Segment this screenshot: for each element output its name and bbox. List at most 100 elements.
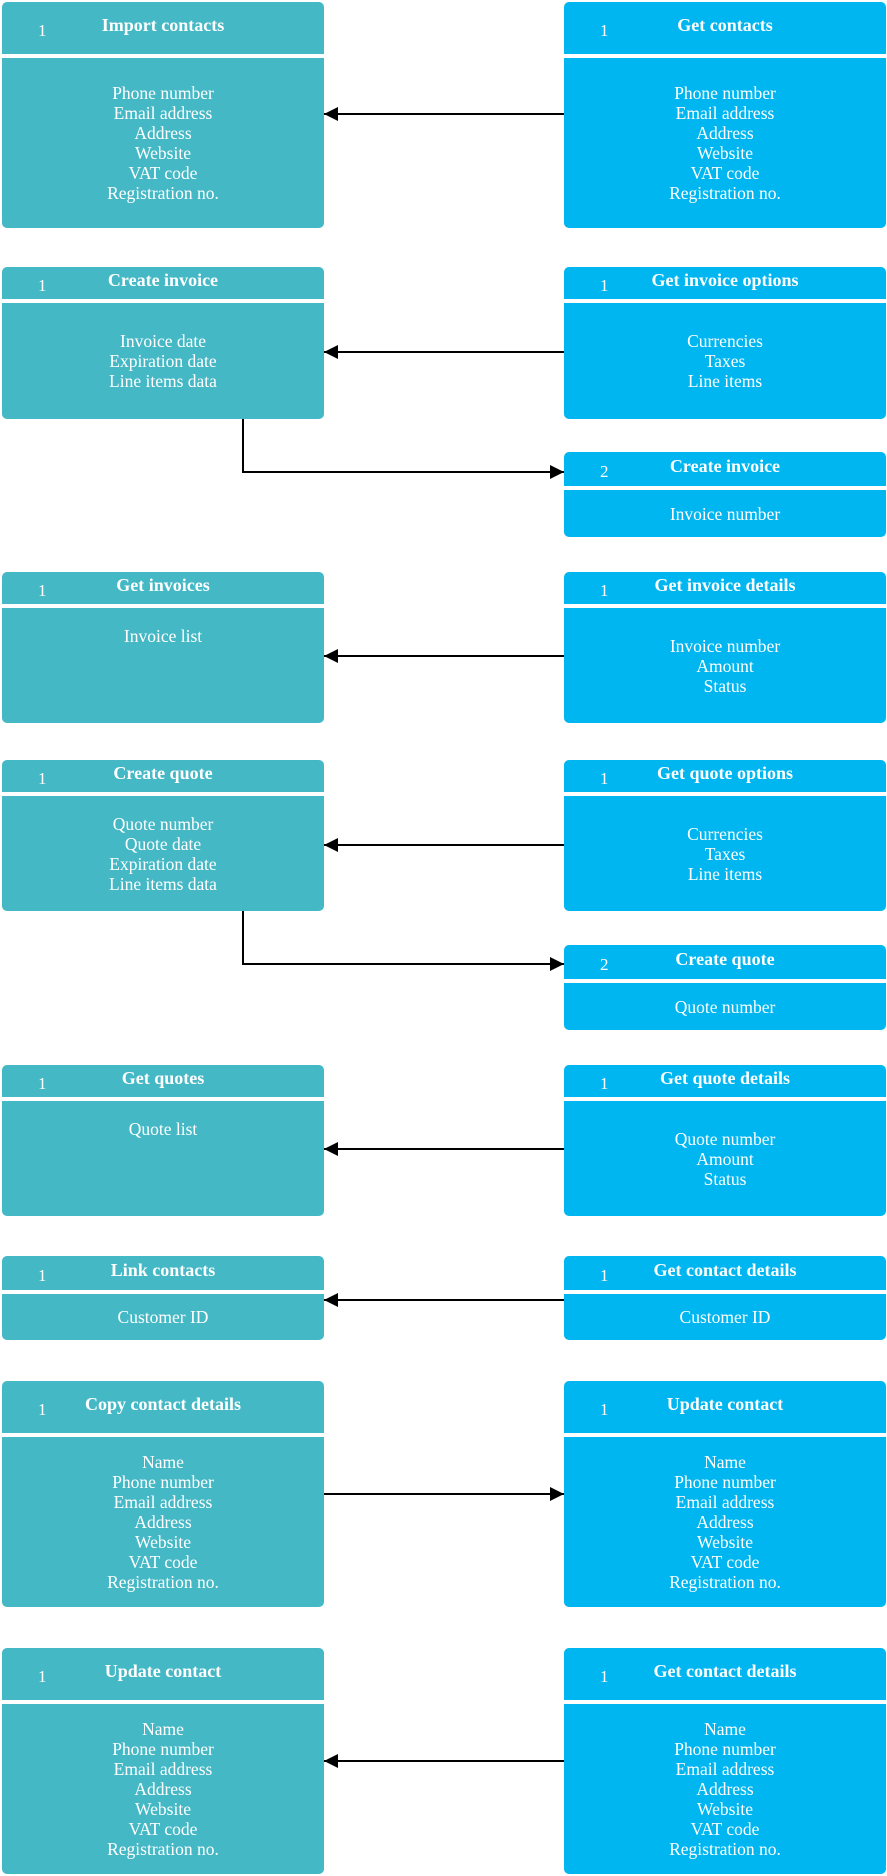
- card-divider: [2, 54, 324, 58]
- card-field: VAT code: [128, 1552, 198, 1572]
- card-divider: [564, 792, 886, 796]
- card-field: Taxes: [704, 351, 746, 371]
- card-field: Quote number: [112, 814, 214, 834]
- card-title: Get quotes: [121, 1068, 205, 1088]
- card-field: Website: [135, 1799, 191, 1819]
- card-title: Get contact details: [653, 1260, 797, 1280]
- card-step-number: 1: [600, 276, 609, 295]
- card-title: Get quote details: [660, 1068, 790, 1088]
- card-field: Email address: [675, 1492, 775, 1512]
- card-field: Website: [697, 1799, 753, 1819]
- card-field: Website: [697, 1532, 753, 1552]
- card-field: Name: [142, 1452, 184, 1472]
- card-field: Expiration date: [109, 351, 217, 371]
- card-step-number: 1: [38, 769, 47, 788]
- card-field: Address: [134, 123, 192, 143]
- card-field: Registration no.: [107, 183, 219, 203]
- card-divider: [2, 299, 324, 303]
- card-field: Address: [696, 1512, 754, 1532]
- card-field: Email address: [675, 103, 775, 123]
- card-title: Import contacts: [101, 15, 225, 35]
- card-field: VAT code: [128, 1819, 198, 1839]
- card-field: Registration no.: [669, 183, 781, 203]
- card-field: Line items: [687, 864, 763, 884]
- card-field: Expiration date: [109, 854, 217, 874]
- card-step-number: 1: [600, 21, 609, 40]
- card-title: Get invoices: [116, 575, 210, 595]
- card-field: VAT code: [690, 1552, 760, 1572]
- card-field: Status: [703, 1169, 747, 1189]
- card-field: Invoice number: [669, 636, 781, 656]
- card-field: Address: [696, 123, 754, 143]
- card-field: Email address: [113, 103, 213, 123]
- card-title: Copy contact details: [85, 1394, 241, 1414]
- card-divider: [564, 486, 886, 490]
- card-fields: Quote number: [564, 997, 886, 1017]
- card-field: Email address: [113, 1492, 213, 1512]
- card-field: Name: [142, 1719, 184, 1739]
- card-field: Invoice date: [120, 331, 206, 351]
- card-title: Create quote: [675, 949, 775, 969]
- card-field: Amount: [696, 656, 754, 676]
- card-field: VAT code: [690, 163, 760, 183]
- card-field: Address: [134, 1779, 192, 1799]
- card-divider: [2, 1433, 324, 1437]
- card-divider: [564, 1097, 886, 1101]
- card-divider: [564, 54, 886, 58]
- card-divider: [2, 1290, 324, 1294]
- card-fields: Quote list: [2, 1119, 324, 1139]
- card-title: Get contact details: [653, 1661, 797, 1681]
- card-field: VAT code: [690, 1819, 760, 1839]
- arrow-create-quote-step1-to-step2: [242, 911, 564, 971]
- card-divider: [564, 979, 886, 983]
- card-fields: Invoice list: [2, 626, 324, 646]
- card-field: Website: [135, 1532, 191, 1552]
- card-field: VAT code: [128, 163, 198, 183]
- card-step-number: 1: [600, 1266, 609, 1285]
- card-field: Phone number: [674, 83, 776, 103]
- card-field: Quote date: [124, 834, 202, 854]
- card-fields: Customer ID: [2, 1307, 324, 1327]
- card-step-number: 1: [38, 21, 47, 40]
- card-step-number: 1: [38, 581, 47, 600]
- card-field: Registration no.: [669, 1839, 781, 1859]
- card-field: Address: [134, 1512, 192, 1532]
- card-title: Create quote: [113, 763, 213, 783]
- card-step-number: 2: [600, 955, 609, 974]
- card-field: Email address: [113, 1759, 213, 1779]
- card-step-number: 1: [38, 1400, 47, 1419]
- card-divider: [564, 299, 886, 303]
- card-title: Create invoice: [107, 270, 219, 290]
- card-field: Name: [704, 1719, 746, 1739]
- card-field: Registration no.: [107, 1572, 219, 1592]
- card-step-number: 1: [600, 1667, 609, 1686]
- card-title: Create invoice: [669, 456, 781, 476]
- card-field: Website: [697, 143, 753, 163]
- card-fields: Customer ID: [564, 1307, 886, 1327]
- card-step-number: 1: [600, 581, 609, 600]
- card-divider: [564, 1290, 886, 1294]
- card-step-number: 1: [38, 1074, 47, 1093]
